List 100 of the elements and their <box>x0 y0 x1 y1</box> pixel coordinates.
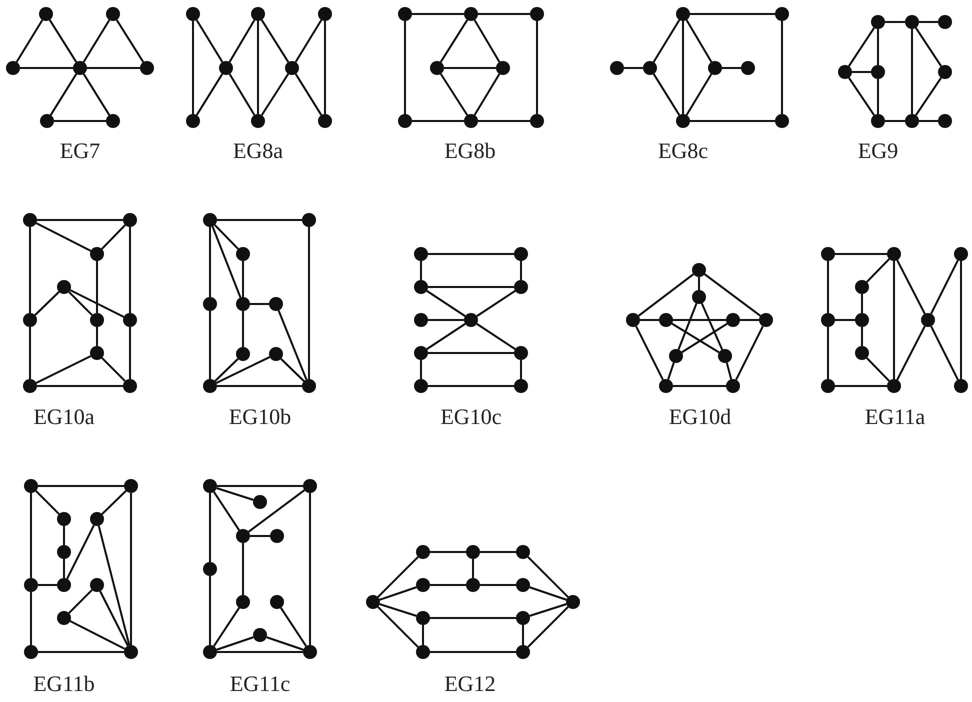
vertex-dot <box>430 61 444 75</box>
graph-edge <box>29 227 31 313</box>
graph-edge <box>426 290 466 317</box>
graph-caption: EG8c <box>658 140 708 162</box>
graph-edge <box>885 120 905 122</box>
vertex-dot <box>57 512 71 526</box>
graph-edge <box>529 603 567 617</box>
vertex-dot <box>24 645 38 659</box>
vertex-dot <box>871 15 885 29</box>
graph-edge <box>476 290 516 317</box>
vertex-dot <box>398 114 412 128</box>
vertex-dot <box>39 7 53 21</box>
graph-edge <box>257 21 259 114</box>
graph-edge <box>379 586 417 601</box>
vertex-dot <box>24 479 38 493</box>
vertex-dot <box>416 545 430 559</box>
graph-edge <box>30 592 32 645</box>
graph-edge <box>20 67 73 69</box>
graph-edge <box>129 227 131 313</box>
graph-caption: EG12 <box>444 673 496 695</box>
graph-edge <box>216 487 254 501</box>
graph-edge <box>266 636 304 651</box>
graph-edge <box>690 13 775 15</box>
graph-edge <box>129 327 131 379</box>
graph-edge <box>426 323 466 350</box>
graph-edge <box>196 73 224 116</box>
graph-edge <box>682 21 684 114</box>
vertex-dot <box>270 595 284 609</box>
vertex-dot <box>40 114 54 128</box>
graph-edge <box>673 319 726 321</box>
vertex-dot <box>464 114 478 128</box>
graph-edge <box>476 323 516 350</box>
graph-edge <box>37 219 123 221</box>
vertex-dot <box>514 379 528 393</box>
vertex-dot <box>90 346 104 360</box>
graph-edge <box>915 27 942 67</box>
vertex-dot <box>124 645 138 659</box>
graph-edge <box>38 485 124 487</box>
graph-edge <box>700 303 724 350</box>
graph-edge <box>527 556 569 598</box>
graph-edge <box>116 19 144 63</box>
vertex-dot <box>303 645 317 659</box>
vertex-dot <box>23 313 37 327</box>
vertex-dot <box>366 595 380 609</box>
graph-edge <box>422 625 424 645</box>
vertex-dot <box>269 297 283 311</box>
graph-edge <box>735 326 764 380</box>
graph-edge <box>214 358 239 382</box>
graph-caption: EG10c <box>440 406 502 428</box>
graph-edge <box>209 493 211 562</box>
graph-edge <box>640 319 659 321</box>
vertex-dot <box>73 61 87 75</box>
graph-edge <box>96 261 98 313</box>
vertex-dot <box>285 61 299 75</box>
graph-edge <box>835 385 887 387</box>
graph-edge <box>440 73 468 116</box>
graph-edge <box>428 253 514 255</box>
vertex-dot <box>318 7 332 21</box>
graph-edge <box>520 261 522 280</box>
graph-edge <box>635 326 664 380</box>
graph-edge <box>70 289 124 318</box>
vertex-dot <box>270 529 284 543</box>
vertex-dot <box>398 7 412 21</box>
graph-caption: EG11a <box>864 406 926 428</box>
graph-edge <box>228 73 256 116</box>
graph-edge <box>38 584 57 586</box>
graph-edge <box>38 651 124 653</box>
graph-edge <box>280 358 305 382</box>
graph-edge <box>704 273 761 317</box>
graph-edge <box>248 489 305 533</box>
graph-edge <box>217 651 303 653</box>
vertex-dot <box>718 349 732 363</box>
graph-edge <box>686 20 712 62</box>
graph-edge <box>242 261 244 297</box>
vertex-dot <box>140 61 154 75</box>
vertex-dot <box>123 313 137 327</box>
graph-edge <box>29 327 31 379</box>
graph-edge <box>522 625 524 645</box>
vertex-dot <box>466 545 480 559</box>
graph-edge <box>36 355 92 384</box>
vertex-dot <box>303 479 317 493</box>
vertex-dot <box>708 61 722 75</box>
graph-edge <box>216 636 254 651</box>
graph-edge <box>536 21 538 114</box>
graph-edge <box>911 29 913 114</box>
graph-edge <box>480 584 516 586</box>
vertex-dot <box>938 65 952 79</box>
vertex-dot <box>236 247 250 261</box>
graph-edge <box>324 21 326 114</box>
graph-edge <box>34 291 60 316</box>
graph-edge <box>861 327 863 346</box>
vertex-dot <box>821 313 835 327</box>
vertex-dot <box>676 7 690 21</box>
vertex-dot <box>414 346 428 360</box>
graph-edge <box>192 21 194 114</box>
graph-edge <box>209 576 211 645</box>
graph-edge <box>652 19 680 63</box>
graph-edge <box>430 551 466 553</box>
graph-edge <box>96 327 98 346</box>
vertex-dot <box>90 578 104 592</box>
